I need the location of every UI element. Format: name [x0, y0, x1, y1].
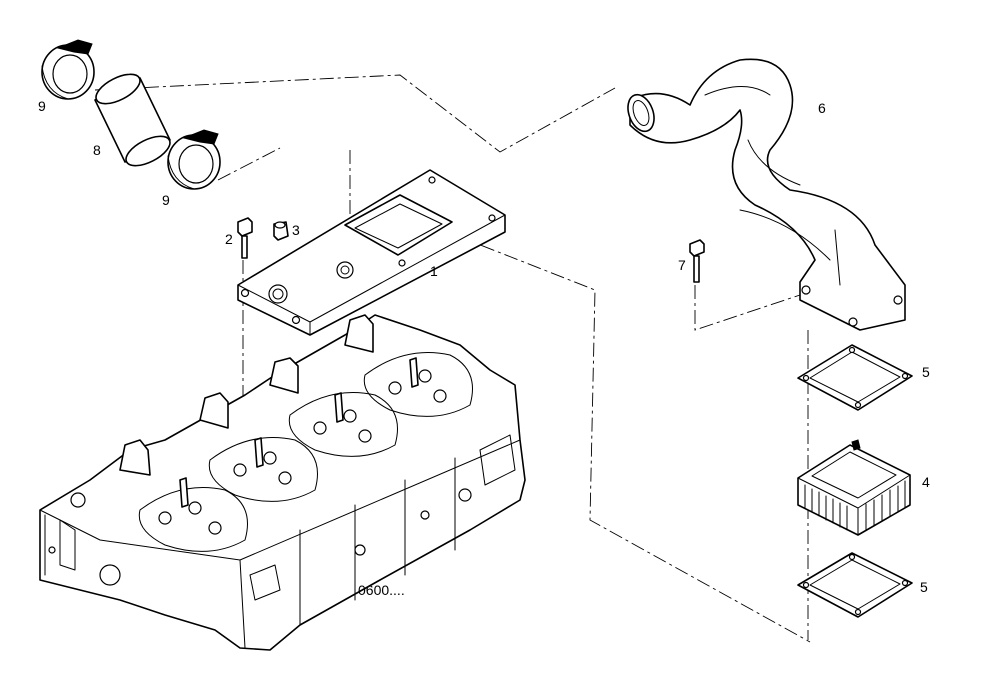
gasket-upper — [797, 344, 913, 411]
clamp-to-plate-line — [217, 147, 281, 181]
callout-9-upper-clamp: 9 — [38, 98, 46, 114]
gasket-lower — [797, 552, 913, 618]
callout-5-lower-gasket: 5 — [920, 579, 928, 595]
callout-6-intake-pipe: 6 — [818, 100, 826, 116]
callout-1-cover-plate: 1 — [430, 263, 438, 279]
reference-code: 0600.... — [358, 582, 405, 598]
callout-5-upper-gasket: 5 — [922, 364, 930, 380]
callout-9-lower-clamp: 9 — [162, 192, 170, 208]
intake-pipe — [627, 58, 906, 331]
heater-block — [797, 439, 911, 536]
hose-sleeve — [94, 73, 171, 167]
callout-8-sleeve: 8 — [93, 142, 101, 158]
bolt-7 — [689, 239, 705, 283]
cover-plate — [237, 169, 506, 336]
callout-2-bolt: 2 — [225, 231, 233, 247]
plug-3 — [273, 221, 289, 241]
plate-to-head-line — [349, 150, 811, 643]
callout-7-bolt: 7 — [678, 257, 686, 273]
cylinder-head — [39, 314, 526, 651]
hose-clamp-upper — [41, 39, 95, 100]
callout-3-plug: 3 — [292, 222, 300, 238]
callout-4-heater-block: 4 — [922, 474, 930, 490]
bolt-2 — [237, 217, 253, 259]
bolt-7-line — [694, 285, 801, 331]
hose-clamp-lower — [167, 129, 221, 190]
hose-path-line — [94, 74, 616, 153]
